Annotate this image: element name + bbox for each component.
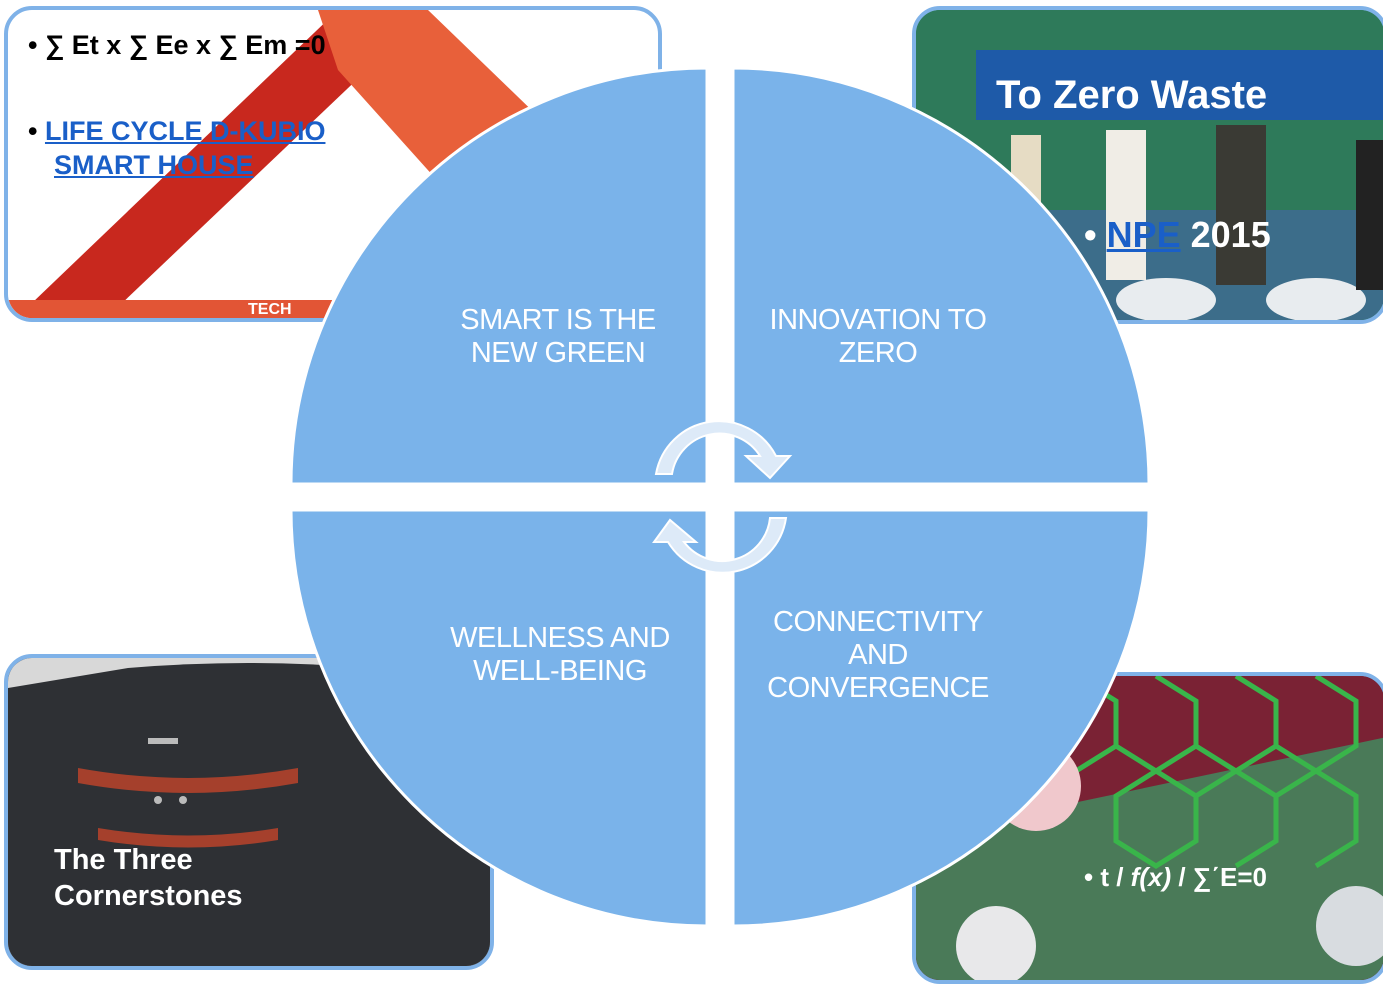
svg-text:TECH: TECH [248,301,292,318]
npe-link[interactable]: NPE [1106,214,1181,255]
quadrant-wellness [289,508,709,928]
quadrant-smart-green [289,66,709,486]
quadrant-connectivity [731,508,1151,928]
npe-2015-text: • NPE 2015 [1084,214,1271,255]
cycle-arrow-bottom-icon [652,517,788,574]
life-cycle-link[interactable]: LIFE CYCLE D-KUBIO [44,116,326,146]
life-cycle-link-block: • LIFE CYCLE D-KUBIO SMART HOUSE [28,116,326,180]
three-cornerstones-caption: The Three Cornerstones [54,844,243,912]
svg-text:To Zero Waste: To Zero Waste [996,73,1267,117]
smart-house-link[interactable]: SMART HOUSE [54,150,254,180]
tfx-formula-text: • t / f(x) / ∑΄E=0 [1084,862,1267,892]
cycle-arrow-top-icon [654,420,793,480]
quadrant-innovation-zero [731,66,1151,486]
sum-formula-text: • ∑ Et x ∑ Ee x ∑ Em =0 [28,30,326,60]
